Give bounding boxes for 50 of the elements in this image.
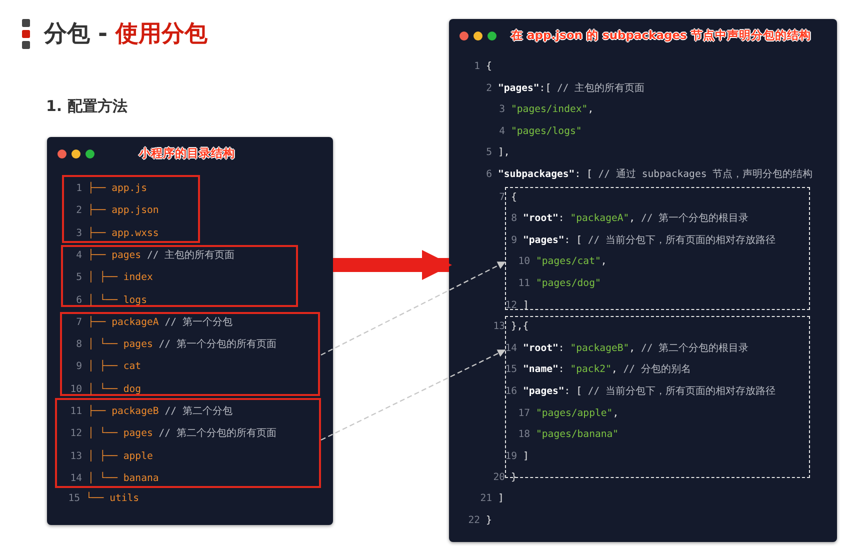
code-line: 4 ├── pages // 主包的所有页面 [75, 248, 235, 263]
code-line: 9 │ ├── cat [75, 360, 142, 374]
highlight-box [55, 398, 321, 488]
code-line: 15 "name": "pack2", // 分包的别名 [504, 363, 691, 378]
code-line: 3 ├── app.wxss [75, 226, 159, 241]
code-line: 21 ] [479, 492, 504, 506]
code-line: 10 "pages/cat", [517, 255, 607, 270]
code-line: 13 │ ├── apple [69, 450, 153, 464]
code-line: 20 } [492, 471, 517, 486]
slide-title: 分包 - 使用分包 [44, 20, 208, 49]
section-heading: 1. 配置方法 [46, 97, 128, 116]
code-line: 12 │ └── pages // 第二个分包的所有页面 [69, 427, 276, 442]
code-line: 9 "pages": [ // 当前分包下，所有页面的相对存放路径 [510, 234, 776, 248]
code-line: 6 │ └── logs [75, 294, 147, 308]
code-line: 3 "pages/index", [498, 103, 594, 118]
code-line: 8 │ └── pages // 第一个分包的所有页面 [75, 338, 276, 352]
block-arrow [333, 250, 452, 280]
highlight-box [62, 175, 200, 243]
code-window [449, 19, 837, 542]
code-line: 11 ├── packageB // 第二个分包 [69, 405, 232, 419]
code-line: 4 "pages/logs" [498, 124, 582, 139]
highlight-box [61, 245, 298, 307]
code-line: 11 "pages/dog" [517, 277, 601, 291]
code-line: 15 └── utils [67, 492, 140, 506]
code-line: 2 "pages":[ // 主包的所有页面 [485, 82, 645, 96]
code-line: 6 "subpackages": [ // 通过 subpackages 节点，声明分包的结构 [485, 168, 813, 182]
code-line: 14 │ └── banana [69, 472, 159, 486]
code-window [47, 137, 333, 525]
code-line: 5 │ ├── index [75, 271, 153, 286]
window-title: 小程序的目录结构 [139, 146, 235, 161]
code-line: 7 { [498, 190, 517, 205]
code-line: 5 ], [485, 146, 510, 160]
code-line: 8 "root": "packageA", // 第一个分包的根目录 [510, 212, 749, 226]
code-line: 7 ├── packageA // 第一个分包 [75, 316, 232, 330]
dashed-arrow [320, 261, 506, 356]
code-line: 18 "pages/banana" [517, 428, 619, 442]
code-line: 14 "root": "packageB", // 第二个分包的根目录 [504, 342, 749, 356]
code-line: 22 } [467, 514, 492, 528]
code-line: 19 ] [504, 450, 529, 464]
highlight-box [60, 312, 320, 396]
code-line: 1 { [473, 60, 492, 74]
code-line: 2 ├── app.json [75, 204, 159, 218]
code-line: 13 },{ [492, 320, 529, 334]
dashed-arrow [320, 349, 506, 441]
code-line: 17 "pages/apple", [517, 406, 619, 421]
code-line: 12 ] [504, 298, 529, 313]
code-line: 16 "pages": [ // 当前分包下，所有页面的相对存放路径 [504, 385, 776, 399]
window-title: 在 app.json 的 subpackages 节点中声明分包的结构 [511, 28, 811, 43]
code-line: 10 │ └── dog [69, 382, 142, 397]
code-line: 1 ├── app.js [75, 182, 147, 196]
